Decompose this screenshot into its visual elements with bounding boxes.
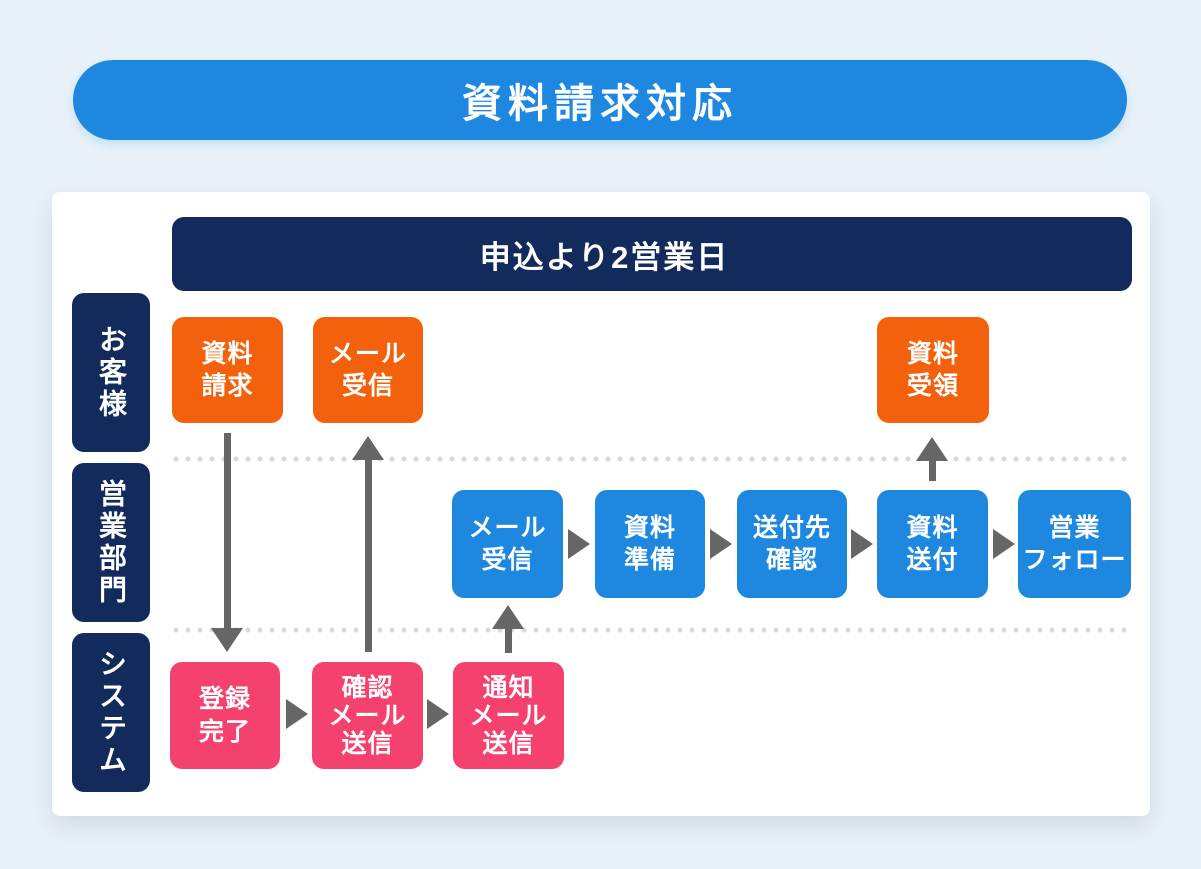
lane-divider-sales-system xyxy=(170,627,1130,633)
step-confirm-mail-send: 確認 メール 送信 xyxy=(312,662,423,769)
arrow-request-to-registration xyxy=(211,433,243,652)
step-address-confirm: 送付先 確認 xyxy=(737,490,847,598)
arrow-notifymail-to-sales-mail xyxy=(492,605,524,653)
arrow-head-down-icon xyxy=(211,628,243,652)
step-notify-mail-send: 通知 メール 送信 xyxy=(453,662,564,769)
duration-header-label: 申込より2営業日 xyxy=(479,239,730,275)
flow-arrow-registration-to-confirmmail xyxy=(286,699,308,729)
step-document-prepare: 資料 準備 xyxy=(595,490,705,598)
step-document-receipt: 資料 受領 xyxy=(877,317,989,423)
arrow-send-to-receipt xyxy=(916,437,948,481)
flow-panel: 申込より2営業日 お客様 営業部門 システム 資料 請求 メール 受信 資料 受… xyxy=(52,192,1150,816)
arrow-stem xyxy=(364,460,372,652)
step-document-request: 資料 請求 xyxy=(172,317,283,423)
step-sales-follow: 営業 フォロー xyxy=(1018,490,1131,598)
lane-label-sales: 営業部門 xyxy=(72,463,150,622)
arrow-confirmmail-to-customer-mail xyxy=(352,436,384,652)
step-mail-receive-customer: メール 受信 xyxy=(313,317,423,423)
flow-title: 資料請求対応 xyxy=(462,82,738,126)
arrow-head-up-icon xyxy=(492,605,524,629)
lane-label-customer: お客様 xyxy=(72,293,150,452)
step-document-send: 資料 送付 xyxy=(877,490,988,598)
arrow-head-up-icon xyxy=(352,436,384,460)
flow-arrow-prepare-to-addressconfirm xyxy=(710,529,732,559)
flow-arrow-confirmmail-to-notifymail xyxy=(427,699,449,729)
arrow-stem xyxy=(928,461,936,481)
lane-divider-customer-sales xyxy=(170,456,1130,462)
flow-arrow-addressconfirm-to-send xyxy=(851,529,873,559)
arrow-head-up-icon xyxy=(916,437,948,461)
arrow-stem xyxy=(504,629,512,653)
duration-header-bar: 申込より2営業日 xyxy=(172,217,1132,291)
flow-title-banner: 資料請求対応 xyxy=(73,60,1127,140)
flow-arrow-send-to-follow xyxy=(993,529,1015,559)
step-registration-complete: 登録 完了 xyxy=(170,662,280,769)
lane-label-system: システム xyxy=(72,633,150,792)
step-mail-receive-sales: メール 受信 xyxy=(452,490,563,598)
flow-arrow-mailreceive-to-prepare xyxy=(568,529,590,559)
arrow-stem xyxy=(223,433,231,628)
